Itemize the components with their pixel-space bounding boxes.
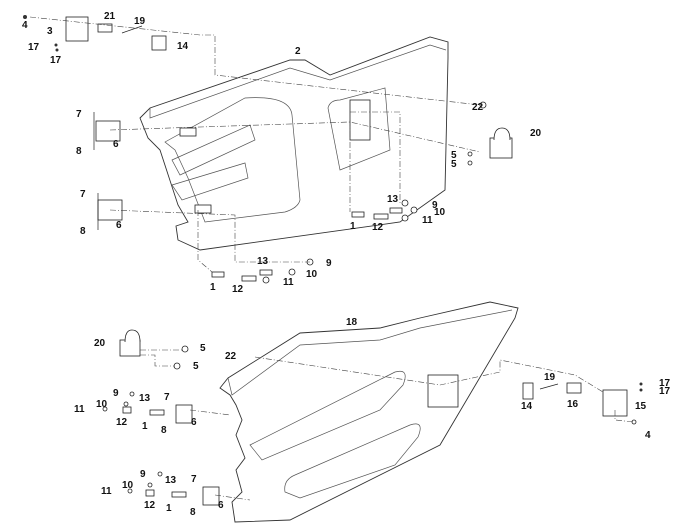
callout: 22 xyxy=(472,102,484,113)
callout: 7 xyxy=(164,392,170,403)
callout: 17 xyxy=(659,378,671,389)
callout: 22 xyxy=(225,351,237,362)
callout: 18 xyxy=(346,317,358,328)
callout: 1 xyxy=(350,221,356,232)
callout: 10 xyxy=(434,207,446,218)
callout: 10 xyxy=(122,480,134,491)
callout: 19 xyxy=(134,16,146,27)
callout: 11 xyxy=(74,404,85,415)
callout: 12 xyxy=(232,284,244,295)
callout: 8 xyxy=(80,226,86,237)
lower-hardware xyxy=(102,329,643,506)
callout: 5 xyxy=(200,343,206,354)
callout: 7 xyxy=(80,189,86,200)
callout: 8 xyxy=(190,507,196,518)
callout: 10 xyxy=(306,269,318,280)
callout: 13 xyxy=(139,393,151,404)
callout: 9 xyxy=(432,200,438,211)
callout: 6 xyxy=(116,220,122,231)
callout: 9 xyxy=(326,258,332,269)
callout: 13 xyxy=(165,475,177,486)
callout: 11 xyxy=(422,215,433,226)
callout: 15 xyxy=(635,401,647,412)
callout: 7 xyxy=(76,109,82,120)
callout: 8 xyxy=(76,146,82,157)
callout: 6 xyxy=(218,500,224,511)
callout: 8 xyxy=(161,425,167,436)
callout: 12 xyxy=(116,417,128,428)
upper-callouts: 4 3 21 19 17 17 14 2 7 8 6 7 8 6 13 9 10… xyxy=(22,11,542,295)
callout: 14 xyxy=(521,401,533,412)
callout: 4 xyxy=(645,430,651,441)
callout: 6 xyxy=(113,139,119,150)
callout: 7 xyxy=(191,474,197,485)
upper-assembly-lines xyxy=(29,16,481,273)
lower-callouts: 18 20 5 5 22 9 13 7 10 11 12 1 8 6 19 17… xyxy=(74,317,671,518)
callout: 17 xyxy=(50,55,62,66)
callout: 19 xyxy=(544,372,556,383)
upper-door-panel xyxy=(139,36,449,251)
lower-assembly-lines xyxy=(140,349,635,501)
callout: 1 xyxy=(210,282,216,293)
callout: 5 xyxy=(451,150,457,161)
callout: 21 xyxy=(104,11,116,22)
callout: 9 xyxy=(113,388,119,399)
upper-hardware xyxy=(23,15,513,284)
callout: 1 xyxy=(142,421,148,432)
callout: 20 xyxy=(530,128,542,139)
callout: 12 xyxy=(372,222,384,233)
callout: 17 xyxy=(659,386,671,397)
callout: 2 xyxy=(295,46,301,57)
callout: 17 xyxy=(28,42,40,53)
callout: 14 xyxy=(177,41,189,52)
callout: 13 xyxy=(387,194,399,205)
callout: 4 xyxy=(22,20,28,31)
callout: 9 xyxy=(140,469,146,480)
callout: 16 xyxy=(567,399,579,410)
callout: 11 xyxy=(283,277,294,288)
callout: 1 xyxy=(166,503,172,514)
callout: 12 xyxy=(144,500,156,511)
callout: 6 xyxy=(191,417,197,428)
callout: 20 xyxy=(94,338,106,349)
lower-door-panel xyxy=(219,301,519,523)
callout: 11 xyxy=(101,486,112,497)
callout: 5 xyxy=(193,361,199,372)
callout: 3 xyxy=(47,26,53,37)
callout: 5 xyxy=(451,159,457,170)
callout: 13 xyxy=(257,256,269,267)
callout: 10 xyxy=(96,399,108,410)
